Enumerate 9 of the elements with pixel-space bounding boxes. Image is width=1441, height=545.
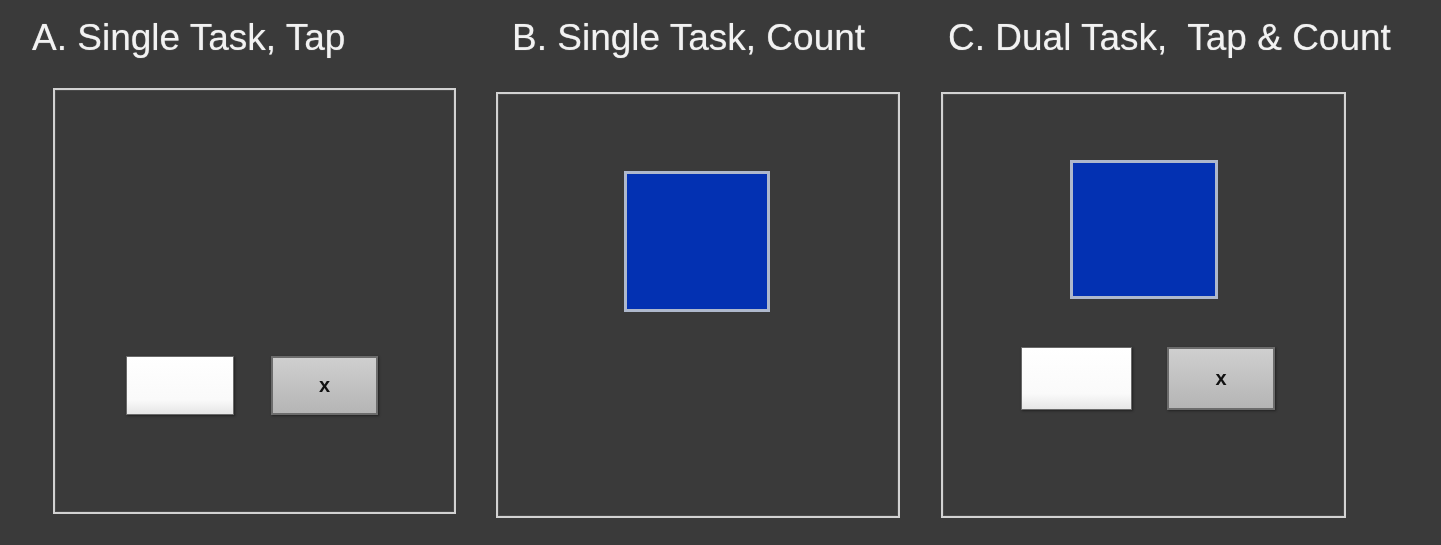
key-button: x	[1167, 347, 1275, 410]
panel-title: C. Dual Task, Tap & Count	[948, 16, 1391, 60]
blank-field	[126, 356, 234, 415]
stimulus-square	[1070, 160, 1218, 299]
key-button: x	[271, 356, 378, 415]
stimulus-square	[624, 171, 770, 312]
panel-title: B. Single Task, Count	[512, 16, 866, 60]
panel-title: A. Single Task, Tap	[32, 16, 346, 60]
blank-field	[1021, 347, 1132, 410]
